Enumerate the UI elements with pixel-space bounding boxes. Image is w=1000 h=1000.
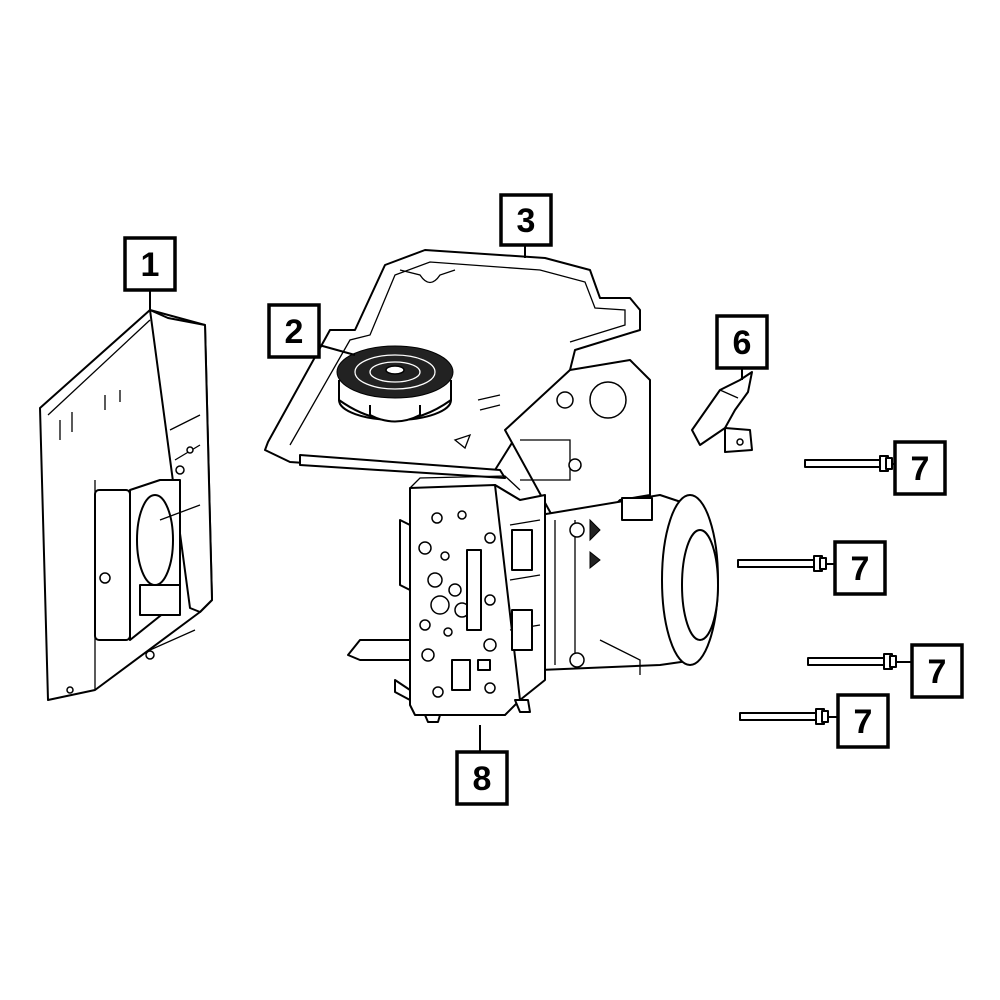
part-2-filter <box>336 345 454 423</box>
callout-8: 8 <box>455 750 509 806</box>
part-6-sensor <box>691 371 753 453</box>
svg-text:3: 3 <box>517 202 536 240</box>
callout-7-a: 7 <box>893 440 947 496</box>
callout-3: 3 <box>499 193 553 247</box>
svg-text:7: 7 <box>854 703 873 741</box>
part-8-hydraulic-unit <box>347 359 719 723</box>
callout-1: 1 <box>123 236 177 292</box>
callout-7-b: 7 <box>833 540 887 596</box>
svg-text:8: 8 <box>473 760 492 798</box>
part-7-bolt-4 <box>739 708 829 725</box>
svg-text:1: 1 <box>141 246 160 284</box>
svg-text:6: 6 <box>733 324 752 362</box>
part-7-bolt-3 <box>807 653 897 670</box>
svg-text:7: 7 <box>851 550 870 588</box>
part-7-bolt-2 <box>737 555 827 572</box>
leader-2 <box>318 344 356 356</box>
part-1-control-module <box>39 309 213 701</box>
callout-7-d: 7 <box>836 693 890 749</box>
svg-text:2: 2 <box>285 313 304 351</box>
callout-7-c: 7 <box>910 643 964 699</box>
part-7-bolt-1 <box>804 455 893 472</box>
svg-text:7: 7 <box>928 653 947 691</box>
callout-6: 6 <box>715 314 769 370</box>
svg-text:7: 7 <box>911 450 930 488</box>
callout-2: 2 <box>267 303 321 359</box>
